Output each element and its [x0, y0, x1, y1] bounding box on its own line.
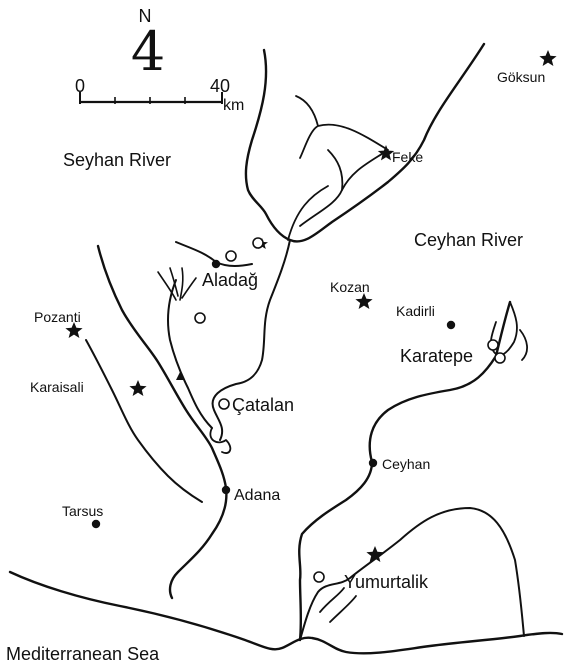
place-label-karatepe: Karatepe [400, 346, 473, 366]
seyhan-triangle-icon [176, 372, 184, 380]
place-label-yumurtalik: Yumurtalik [344, 572, 429, 592]
kadirli-dot-icon [446, 320, 456, 330]
ceyhan-river-course [244, 42, 486, 243]
scale-start-label: 0 [75, 76, 85, 96]
feke-tributary [295, 95, 389, 227]
coastline [8, 570, 564, 655]
site-circle-icon [487, 339, 499, 351]
ceyhan-dot-icon [368, 458, 378, 468]
ceyhan-river-label: Ceyhan River [414, 230, 523, 250]
ceyhan-tributary-upper [211, 239, 291, 441]
north-arrow-icon: 4 [131, 20, 165, 83]
sea-label: Mediterranean Sea [6, 644, 160, 664]
kozan-star-icon [355, 293, 373, 309]
karatepe-reservoir [490, 301, 528, 361]
feke-branch [287, 149, 344, 241]
place-label-adana: Adana [234, 487, 280, 504]
scale-end-label: 40 [210, 76, 230, 96]
place-label-karaisali: Karaisali [30, 379, 84, 395]
north-letter: N [139, 6, 152, 26]
place-label-goksun: Göksun [497, 69, 545, 85]
scale-bar [79, 92, 223, 104]
karaisali-star-icon [129, 380, 147, 396]
feke-star-icon [377, 145, 395, 161]
yumurtalik-star-icon [366, 546, 384, 562]
place-label-ceyhan: Ceyhan [382, 456, 430, 472]
site-circle-icon [252, 237, 264, 249]
scale-unit-label: km [223, 97, 244, 114]
site-circle-icon [225, 250, 237, 262]
catalan-reservoir [209, 427, 232, 454]
place-label-aladag: Aladağ [202, 270, 258, 290]
place-label-kozan: Kozan [330, 279, 370, 295]
site-circle-icon [494, 352, 506, 364]
place-label-catalan: Çatalan [232, 395, 294, 415]
yumurtalik-bay [299, 507, 525, 641]
tarsus-dot-icon [91, 519, 101, 529]
seyhan-aladag-fork [167, 279, 213, 429]
aladag-dot-icon [211, 259, 221, 269]
place-label-feke: Feke [392, 149, 423, 165]
pozanti-star-icon [65, 322, 83, 338]
site-circle-icon [194, 312, 206, 324]
seyhan-west-fork [85, 339, 203, 503]
aladag-branches [157, 267, 197, 301]
bay-inlet [319, 587, 357, 623]
place-label-tarsus: Tarsus [62, 503, 103, 519]
seyhan-river-label: Seyhan River [63, 150, 171, 170]
site-circle-icon [313, 571, 325, 583]
site-circle-icon [218, 398, 230, 410]
goksun-star-icon [539, 50, 557, 66]
place-label-kadirli: Kadirli [396, 303, 435, 319]
place-label-pozanti: Pozanti [34, 309, 81, 325]
adana-dot-icon [221, 485, 231, 495]
seyhan-main [96, 244, 228, 600]
